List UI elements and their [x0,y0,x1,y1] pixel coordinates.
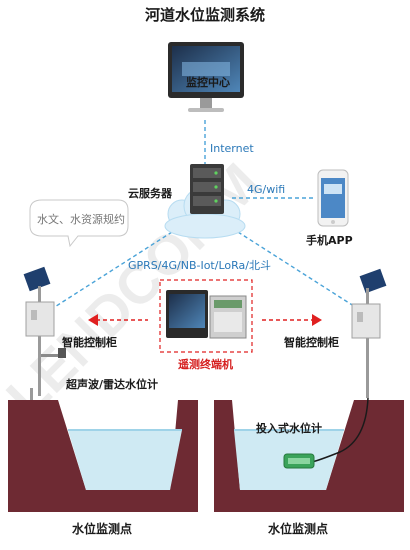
monitor-icon [168,42,244,112]
speech-bubble [29,199,129,248]
label-monitor-center: 监控中心 [186,76,230,89]
connection-lines [49,120,361,311]
sensor-cable [311,397,369,463]
label-speech-bubble: 水文、水资源规约 [37,213,125,226]
terminal-icon [166,290,247,339]
label-site-left: 水位监测点 [72,522,133,536]
left-station [23,266,66,400]
page-title: 河道水位监测系统 [144,6,265,24]
label-network-protocols: GPRS/4G/NB-Iot/LoRa/北斗 [128,259,271,272]
arrow-left-head [88,314,98,326]
label-internet: Internet [210,142,254,155]
line-cloud-to-right-cabinet [237,231,361,311]
label-cloud-server: 云服务器 [128,187,172,200]
right-station [351,268,387,398]
label-cabinet-right: 智能控制柜 [284,336,339,349]
label-sensor-right: 投入式水位计 [256,422,322,435]
terminal-box [159,279,253,353]
phone-icon [317,169,349,227]
line-cloud-to-left-cabinet [49,231,173,311]
server-icon [190,164,224,214]
label-sensor-left: 超声波/雷达水位计 [66,378,159,391]
river-channel-left [8,400,198,512]
arrow-right-head [312,314,322,326]
submersible-sensor-icon [283,453,315,469]
label-site-right: 水位监测点 [268,522,329,536]
label-phone-app: 手机APP [306,234,353,247]
label-terminal: 遥测终端机 [178,358,233,371]
label-cabinet-left: 智能控制柜 [62,336,117,349]
label-4g-wifi: 4G/wifi [247,183,286,196]
